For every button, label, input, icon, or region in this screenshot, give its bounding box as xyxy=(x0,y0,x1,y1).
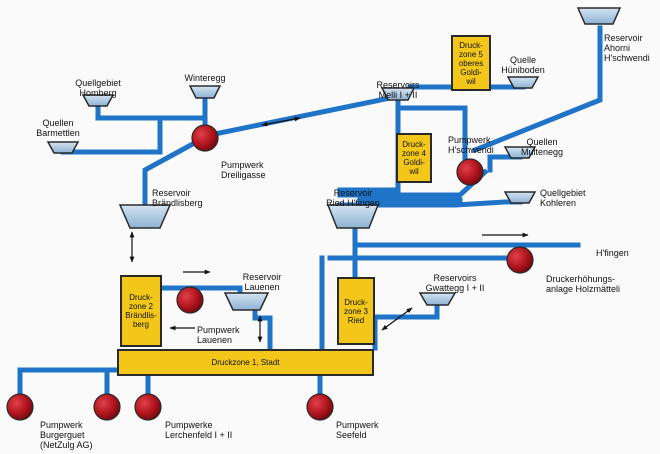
label-reservoirs-melli: Reservoirs Melli I + II xyxy=(376,80,420,100)
label-quellgebiet-homberg: Quellgebiet Homberg xyxy=(75,78,121,98)
reservoir-icon xyxy=(223,292,270,311)
label-pumpwerk-hschwendi: Pumpwerk H'schwendi xyxy=(448,135,494,155)
druckzone-1-bar xyxy=(117,349,374,376)
reservoir-icon xyxy=(81,94,115,107)
label-pumpwerk-lauenen: Pumpwerk Lauenen xyxy=(197,325,240,345)
reservoir-icon xyxy=(418,292,457,306)
pipe-barmettlen xyxy=(60,115,163,155)
druckzone-5-box: Druck- zone 5 oberes Goldi- wil xyxy=(451,35,491,91)
label-pumpwerk-seefeld: Pumpwerk Seefeld xyxy=(336,420,379,440)
label-quellgebiet-kohleren: Quellgebiet Kohleren xyxy=(540,188,586,208)
reservoir-icon xyxy=(46,141,80,154)
label-quelle-huniboden: Quelle Hüniboden xyxy=(501,55,545,75)
flow-arrow-icon xyxy=(381,307,413,331)
reservoir-icon xyxy=(506,76,540,89)
reservoir-icon xyxy=(380,87,416,101)
pipe-bottom-left xyxy=(17,367,123,398)
druckzone-4-box: Druck- zone 4 Goldi- wil xyxy=(396,133,432,183)
reservoir-icon xyxy=(576,7,622,25)
pipe-ahorni xyxy=(471,25,603,154)
label-quellen-multenegg: Quellen Multenegg xyxy=(520,137,564,157)
reservoir-icon xyxy=(503,146,537,159)
label-reservoirs-gwattegg: Reservoirs Gwattegg I + II xyxy=(425,273,485,293)
label-reservoir-lauenen: Reservoir Lauenen xyxy=(242,272,282,292)
pump-icons xyxy=(6,124,534,421)
pump-station-icon xyxy=(6,393,34,421)
druckzone-2-box: Druck- zone 2 Brändlis- berg xyxy=(120,275,162,347)
pipe-ried-hfingen xyxy=(352,225,581,248)
reservoir-icons xyxy=(46,7,622,311)
reservoir-icon xyxy=(503,191,537,204)
pipe-gwattegg xyxy=(372,297,440,351)
label-quellen-barmettlen: Quellen Barmettlen xyxy=(36,118,80,138)
label-pumpwerke-lerchenfeld: Pumpwerke Lerchenfeld I + II xyxy=(165,420,233,440)
pump-station-icon xyxy=(506,246,534,274)
label-reservoir-brandlisberg: Reservoir Brändlisberg xyxy=(152,188,203,208)
pump-station-icon xyxy=(93,393,121,421)
flow-arrow-icon xyxy=(261,116,301,127)
druckzone-3-box: Druck- zone 3 Ried xyxy=(337,277,375,345)
pump-station-icon xyxy=(134,393,162,421)
label-pumpwerk-dreiligasse: Pumpwerk Dreiligasse xyxy=(221,160,266,180)
reservoir-icon xyxy=(326,204,380,229)
druckzone-1-label: Druckzone 1, Stadt xyxy=(211,358,280,367)
flow-arrows xyxy=(129,116,529,343)
pump-station-icon xyxy=(176,286,204,314)
pipe-melli-left xyxy=(337,97,401,193)
reservoir-icon xyxy=(188,85,222,99)
label-hfingen: H'fingen xyxy=(596,248,629,258)
label-druckerhoehungsanlage: Druckerhöhungs- anlage Holzmätteli xyxy=(546,274,621,294)
pipe-homberg xyxy=(95,101,208,138)
pump-station-icon xyxy=(456,158,484,186)
reservoir-icon xyxy=(118,204,172,229)
label-reservoir-ried: Reservoir Ried H'fingen xyxy=(326,188,380,208)
label-pumpwerk-burgerguet: Pumpwerk Burgerguet (NetZulg AG) xyxy=(40,420,93,450)
label-winteregg: Winteregg xyxy=(184,73,226,83)
pipe-dreiligasse-brandlisberg xyxy=(142,136,204,213)
pipe-multenegg xyxy=(487,154,523,173)
pipe-dreiligasse-melli xyxy=(207,94,398,138)
pump-station-icon xyxy=(191,124,219,152)
label-reservoir-ahorni: Reservoir Ahorni H'schwendi xyxy=(604,33,650,63)
pump-station-icon xyxy=(306,393,334,421)
